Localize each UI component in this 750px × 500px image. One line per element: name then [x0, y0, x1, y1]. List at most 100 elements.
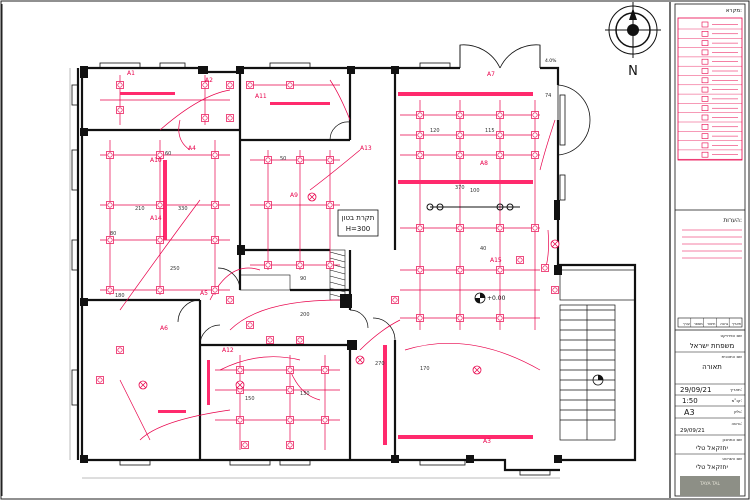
light-fixture — [286, 416, 294, 424]
light-fixture — [326, 261, 334, 269]
light-fixture — [106, 286, 114, 294]
designer-label: שם המתכנן — [722, 437, 742, 442]
dimension-label: 130 — [300, 391, 310, 397]
drafter-label: שם השרטט — [722, 456, 742, 461]
size-value: A3 — [684, 408, 695, 417]
room-label: A9 — [290, 192, 298, 199]
version-date: 29/09/21 — [680, 428, 705, 434]
room-label: A13 — [360, 145, 372, 152]
room-label: A5 — [200, 290, 208, 297]
light-fixture — [416, 224, 424, 232]
light-fixture — [456, 266, 464, 274]
light-fixture — [496, 314, 504, 322]
drawing-label: שם התוכנית — [722, 354, 742, 359]
room-label: A8 — [480, 160, 488, 167]
light-fixture — [496, 266, 504, 274]
light-fixture — [296, 156, 304, 164]
light-fixture — [246, 81, 254, 89]
dimension-label: 74 — [545, 93, 551, 99]
room-label: A14 — [150, 215, 162, 222]
pendant-light — [550, 239, 560, 249]
pendant-light — [472, 365, 482, 375]
side-door — [557, 84, 591, 156]
light-fixture — [531, 111, 539, 119]
light-fixture — [106, 236, 114, 244]
light-fixture — [456, 224, 464, 232]
legend-row — [678, 58, 742, 67]
light-fixture — [516, 256, 524, 264]
legend-row — [678, 96, 742, 104]
revision-header: גרסה — [720, 322, 729, 326]
light-fixture — [116, 346, 124, 354]
pendant-lights — [138, 192, 560, 390]
light-fixture — [236, 366, 244, 374]
led-strips — [120, 92, 533, 445]
light-fixture — [551, 286, 559, 294]
light-fixture — [211, 201, 219, 209]
room-label: A11 — [255, 93, 267, 100]
dimension-label: 100 — [470, 188, 480, 194]
room-label: A12 — [222, 347, 234, 354]
legend-row — [678, 77, 742, 86]
light-fixture — [266, 336, 274, 344]
legend-row — [678, 30, 742, 39]
legend-row — [678, 68, 742, 76]
light-fixture — [416, 131, 424, 139]
light-fixture — [226, 296, 234, 304]
dimension-label: 180 — [115, 293, 125, 299]
logo-text: TAYA TAL — [699, 481, 721, 487]
light-fixture — [531, 224, 539, 232]
legend-row — [678, 114, 742, 123]
legend-row — [678, 49, 742, 58]
ceiling-height: H=300 — [346, 225, 371, 233]
drafter-name: יחזקאל טלי — [696, 463, 729, 471]
light-fixture — [286, 366, 294, 374]
legend-row — [678, 133, 742, 141]
scale-value: 1:50 — [682, 397, 698, 405]
light-fixture — [321, 366, 329, 374]
room-label: A4 — [188, 145, 196, 152]
legend-table — [678, 21, 742, 160]
designer-name: יחזקאל טלי — [696, 444, 729, 452]
dimension-label: 50 — [280, 156, 286, 162]
light-fixture — [321, 416, 329, 424]
light-fixture — [106, 151, 114, 159]
light-fixture — [416, 314, 424, 322]
dimension-label: 115 — [485, 128, 495, 134]
ceiling-label: תקרת בטון — [342, 214, 375, 222]
light-fixture — [531, 131, 539, 139]
light-fixture — [286, 386, 294, 394]
dimension-label: 250 — [170, 266, 180, 272]
light-fixture — [296, 261, 304, 269]
light-fixtures — [96, 81, 559, 449]
light-fixture — [106, 201, 114, 209]
light-fixture — [456, 131, 464, 139]
client-name: משפחת ישראל — [690, 342, 735, 350]
room-label: A7 — [487, 71, 495, 78]
light-fixture — [456, 151, 464, 159]
light-fixture — [201, 81, 209, 89]
revision-header: תאריך — [732, 322, 741, 326]
legend-row — [678, 124, 742, 132]
light-fixture — [226, 81, 234, 89]
light-fixture — [496, 224, 504, 232]
elevation-text: +0.00 — [487, 295, 506, 302]
dimension-label: 370 — [455, 185, 465, 191]
light-fixture — [156, 201, 164, 209]
light-fixture — [156, 236, 164, 244]
light-fixture — [326, 201, 334, 209]
pendant-light — [355, 355, 365, 365]
north-arrow: N — [605, 2, 661, 79]
dimension-label: 40 — [480, 246, 486, 252]
legend-title: מקרא: — [726, 8, 742, 14]
light-fixture — [456, 111, 464, 119]
pendant-light — [138, 380, 148, 390]
light-fixture — [211, 236, 219, 244]
revision-header: תיאור — [707, 322, 715, 326]
ceiling-note: תקרת בטון H=300 — [337, 209, 379, 237]
light-fixture — [541, 264, 549, 272]
